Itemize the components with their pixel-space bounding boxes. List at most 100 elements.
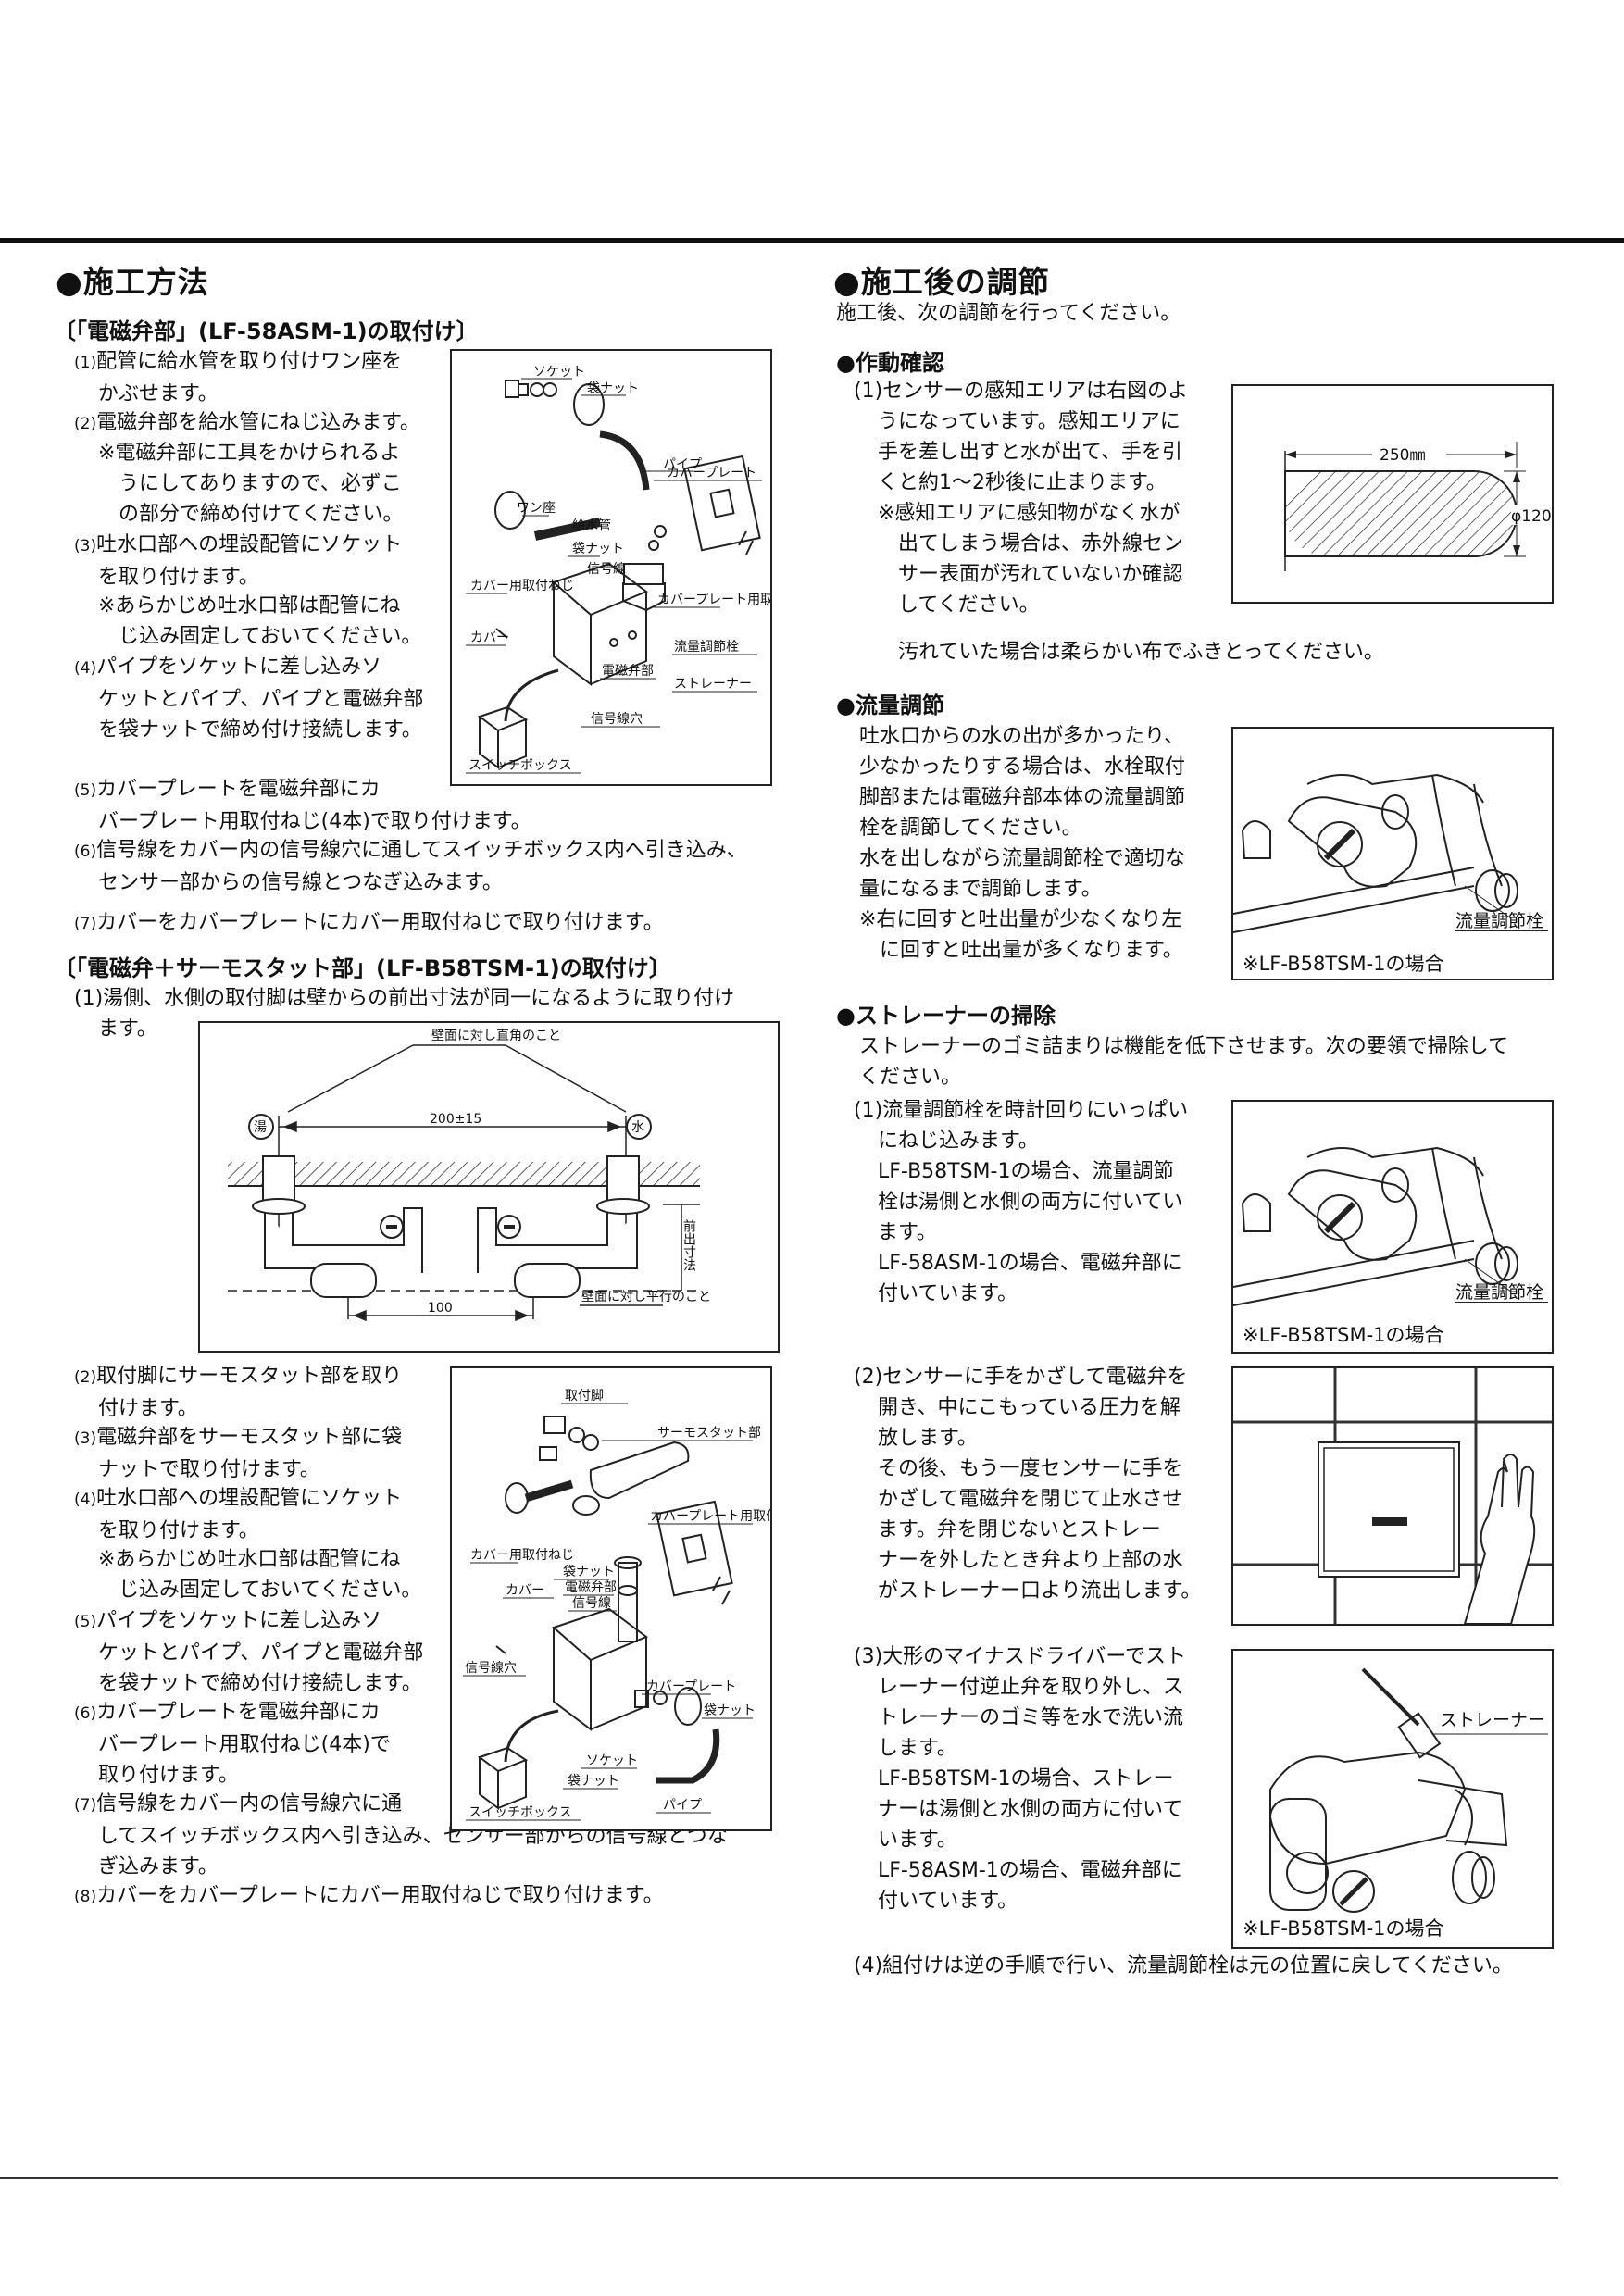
label-width-200: 200±15 [430, 1112, 481, 1127]
flow-line: 少なかったりする場合は、水栓取付 [859, 755, 1186, 779]
label-pipe-thermo: パイプ [663, 1798, 702, 1813]
label-perpendicular: 壁面に対し直角のこと [431, 1028, 561, 1043]
heading-flow-adjust: ●流量調節 [836, 693, 944, 718]
label-parallel: 壁面に対し平行のこと [581, 1290, 711, 1304]
s2-line: ナーを外したとき弁より上部の水 [878, 1549, 1183, 1572]
s3-line: (3)大形のマイナスドライバーでスト [854, 1645, 1186, 1668]
flow-line: 脚部または電磁弁部本体の流量調節 [859, 786, 1186, 809]
label-socket-thermo: ソケット [586, 1753, 638, 1768]
step-thermo-3: (3)電磁弁部をサーモスタット部に袋ナットで取り付けます。 [74, 1426, 403, 1481]
op-line: サー表面が汚れていないか確認 [898, 563, 1183, 586]
label-cover-thermo: カバー [506, 1583, 544, 1598]
label-width-250: 250㎜ [1380, 446, 1425, 465]
figure-dimensions: 壁面に対し直角のこと 湯 水 200±15 前出寸法 100 壁面に対し平行のこ… [198, 1021, 780, 1353]
step-1: (1)配管に給水管を取り付けワン座をかぶせます。 [74, 350, 403, 406]
label-switchbox-thermo: スイッチボックス [468, 1805, 572, 1820]
s2-line: その後、もう一度センサーに手を [878, 1457, 1183, 1480]
subsection-heading-valve: 〔「電磁弁部」(LF-58ASM-1)の取付け〕 [54, 318, 479, 344]
step-2: (2)電磁弁部を給水管にねじ込みます。 [74, 411, 420, 434]
label-nut: 袋ナット [587, 381, 639, 396]
s2-line: ます。弁を閉じないとストレー [878, 1518, 1161, 1541]
callout-strainer: ストレーナー [1440, 1710, 1546, 1730]
s1-line: LF-B58TSM-1の場合、流量調節 [878, 1160, 1174, 1183]
s3-line: レーナー付逆止弁を取り外し、ス [878, 1676, 1184, 1699]
strainer-intro-1: ストレーナーのゴミ詰まりは機能を低下させます。次の要領で掃除して [859, 1035, 1509, 1058]
strainer-intro-2: ください。 [859, 1066, 962, 1089]
flow-line: 水を出しながら流量調節栓で適切な [859, 847, 1186, 870]
figure-strainer-removal [1231, 1649, 1554, 1949]
section-title-installation: ●施工方法 [56, 264, 209, 300]
label-signal-hole: 信号線穴 [591, 712, 643, 727]
label-hot: 湯 [254, 1119, 267, 1135]
s2-line: がストレーナー口より流出します。 [878, 1579, 1202, 1603]
op-line: してください。 [898, 593, 1040, 617]
figure-strainer-1 [1231, 1100, 1554, 1354]
s3-line: します。 [878, 1737, 957, 1760]
note-thermo-prefix: ※あらかじめ吐水口部は配管にねじ込み固定しておいてください。 [98, 1548, 422, 1602]
label-cover-plate: カバープレート [667, 466, 756, 480]
flow-line: 量になるまで調節します。 [859, 878, 1102, 901]
step-thermo-5: (5)パイプをソケットに差し込みソケットとパイプ、パイプと電磁弁部を袋ナットで締… [74, 1609, 424, 1695]
label-supply: 給水管 [572, 518, 611, 533]
label-cover: カバー [470, 630, 509, 645]
s1-line: (1)流量調節栓を時計回りにいっぱい [854, 1099, 1189, 1122]
label-socket: ソケット [533, 365, 585, 380]
op-line: くと約1～2秒後に止まります。 [878, 471, 1167, 494]
s3-line: 付いています。 [878, 1890, 1018, 1913]
flow-line: ※右に回すと吐出量が少なくなり左 [859, 908, 1182, 931]
step-7: (7)カバーをカバープレートにカバー用取付ねじで取り付けます。 [74, 911, 664, 934]
label-cover-screw-thermo: カバー用取付ねじ [470, 1548, 574, 1563]
callout-strainer-valve: 流量調節栓 [1455, 1282, 1544, 1303]
label-pipe: パイプ [663, 457, 702, 472]
label-valve-thermo: 電磁弁部 [565, 1580, 617, 1595]
flow-line: に回すと吐出量が多くなります。 [880, 939, 1183, 962]
label-front-distance: 前出寸法 [681, 1218, 696, 1271]
op-line: うになっています。感知エリアに [878, 410, 1181, 433]
flow-line: 栓を調節してください。 [859, 817, 1082, 840]
s3-line: LF-B58TSM-1の場合、ストレー [878, 1767, 1174, 1791]
s3-line: LF-58ASM-1の場合、電磁弁部に [878, 1859, 1182, 1882]
s1-line: 栓は湯側と水側の両方に付いてい [878, 1191, 1183, 1214]
s1-line: 付いています。 [878, 1282, 1018, 1305]
s3-line: トレーナーのゴミ等を水で洗い流 [878, 1706, 1184, 1729]
label-cover-screw: カバー用取付ねじ [470, 579, 574, 593]
note-prefix: ※あらかじめ吐水口部は配管にねじ込み固定しておいてください。 [98, 594, 422, 648]
op-line: 汚れていた場合は柔らかい布でふきとってください。 [898, 641, 1384, 664]
step-6: (6)信号線をカバー内の信号線穴に通してスイッチボックス内へ引き込み、センサー部… [74, 839, 747, 894]
label-nut2-thermo: 袋ナット [704, 1703, 756, 1718]
s2-line: (2)センサーに手をかざして電磁弁を [854, 1366, 1188, 1389]
step-thermo-1: (1)湯側、水側の取付脚は壁からの前出寸法が同一になるように取り付けます。 [74, 987, 735, 1041]
caption-flow-figure: ※LF-B58TSM-1の場合 [1243, 953, 1444, 975]
s3-line: ナーは湯側と水側の両方に付いて [878, 1798, 1183, 1821]
top-rule [0, 238, 1624, 243]
section-title-adjustment: ●施工後の調節 [833, 264, 1050, 300]
label-signal: 信号線 [587, 562, 626, 577]
figure-flow-valve [1231, 727, 1554, 980]
step-thermo-6: (6)カバープレートを電磁弁部にカバープレート用取付ねじ(4本)で取り付けます。 [74, 1701, 391, 1787]
heading-strainer-clean: ●ストレーナーの掃除 [836, 1003, 1056, 1029]
label-cover-plate-thermo: カバープレート [646, 1679, 736, 1694]
flow-line: 吐水口からの水の出が多かったり、 [859, 725, 1185, 748]
s3-line: います。 [878, 1828, 957, 1852]
step-thermo-8: (8)カバーをカバープレートにカバー用取付ねじで取り付けます。 [74, 1884, 664, 1907]
label-nut2: 袋ナット [572, 542, 624, 556]
figure-valve-exploded: ソケット 袋ナット パイプ ワン座 給水管 袋ナット カバープレート 信号線 カ… [450, 349, 772, 786]
label-cold: 水 [631, 1120, 644, 1135]
step-thermo-4: (4)吐水口部への埋設配管にソケットを取り付けます。 [74, 1487, 403, 1542]
label-legs: 取付脚 [565, 1389, 604, 1404]
step-3: (3)吐水口部への埋設配管にソケットを取り付けます。 [74, 533, 403, 589]
s1-line: ます。 [878, 1221, 937, 1244]
s1-line: にねじ込みます。 [878, 1129, 1039, 1153]
op-line: (1)センサーの感知エリアは右図のよ [854, 380, 1189, 403]
step-thermo-2: (2)取付脚にサーモスタット部を取り付けます。 [74, 1365, 403, 1420]
strainer-step-4: (4)組付けは逆の手順で行い、流量調節栓は元の位置に戻してください。 [854, 1954, 1513, 1978]
label-thermostat: サーモスタット部 [657, 1426, 761, 1441]
callout-underline [1455, 930, 1548, 931]
step-4: (4)パイプをソケットに差し込みソケットとパイプ、パイプと電磁弁部を袋ナットで締… [74, 655, 424, 742]
s2-line: 開き、中にこもっている圧力を解 [878, 1396, 1181, 1419]
figure-sensor-hand [1231, 1366, 1554, 1626]
heading-operation-check: ●作動確認 [836, 350, 944, 376]
callout-flow-valve: 流量調節栓 [1455, 911, 1544, 931]
